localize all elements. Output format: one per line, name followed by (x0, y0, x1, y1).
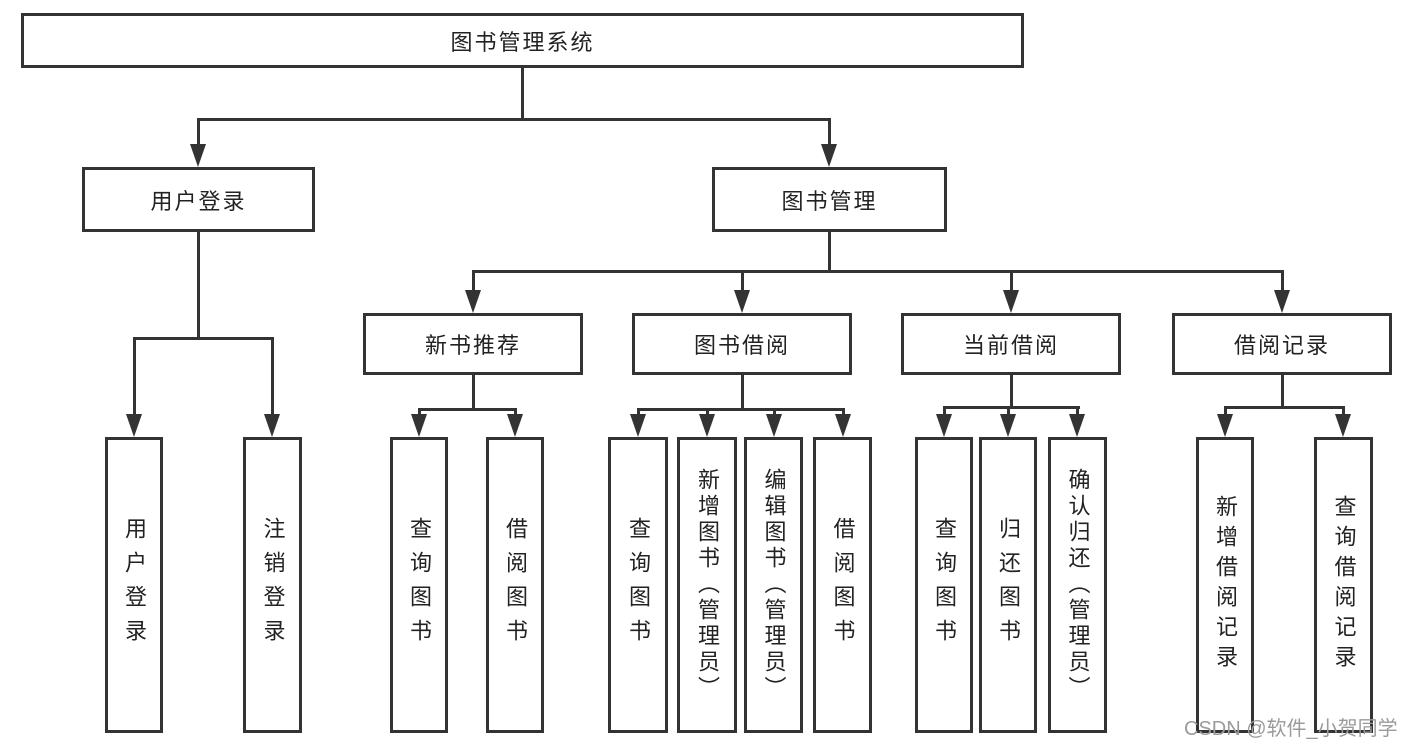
connector-borrowrecord-drop-2 (1342, 406, 1345, 417)
connector-borrowrecord-stem (1281, 375, 1284, 409)
csdn-watermark: CSDN @软件_小贺同学 (1184, 718, 1398, 740)
node-book-mgmt-label: 图书管理 (781, 188, 878, 214)
arrow-down-icon-br-query (1335, 414, 1351, 437)
arrow-down-icon-nb-borrow (507, 414, 523, 437)
arrow-down-icon-book-mgmt (821, 144, 837, 167)
arrow-down-icon-current-borrow (1003, 290, 1019, 313)
arrow-down-icon-nb-query (411, 414, 427, 437)
leaf-borrow-borrow: 借阅图书 (813, 437, 872, 733)
node-borrow-record-label: 借阅记录 (1233, 333, 1330, 358)
connector-bookborrow-drop-2 (706, 408, 709, 418)
leaf-borrow-query-label: 查询图书 (626, 517, 651, 653)
node-root: 图书管理系统 (21, 13, 1024, 68)
node-borrow-record: 借阅记录 (1172, 313, 1392, 375)
leaf-newbook-borrow: 借阅图书 (486, 437, 544, 733)
connector-bookmgmt-drop-1 (472, 270, 475, 294)
arrow-down-icon-book-borrow (734, 290, 750, 313)
connector-bookborrow-hline (637, 408, 845, 411)
leaf-borrow-query: 查询图书 (608, 437, 668, 733)
connector-bookborrow-drop-3 (773, 408, 776, 418)
connector-currentborrow-drop-3 (1076, 406, 1079, 417)
leaf-current-return: 归还图书 (979, 437, 1037, 733)
connector-borrowrecord-hline (1224, 406, 1345, 409)
connector-userlogin-stem (197, 232, 200, 340)
connector-bookmgmt-hline (472, 270, 1284, 273)
node-new-book: 新书推荐 (363, 313, 583, 375)
connector-currentborrow-drop-1 (943, 406, 946, 417)
connector-root-drop-left (197, 118, 200, 148)
leaf-record-add-label: 新增借阅记录 (1213, 495, 1238, 675)
connector-newbook-drop-2 (514, 408, 517, 418)
node-user-login-label: 用户登录 (150, 188, 247, 214)
connector-newbook-stem (472, 375, 475, 411)
connector-currentborrow-stem (1010, 375, 1013, 409)
leaf-borrow-edit-label: 编辑图书（管理员） (761, 468, 787, 702)
node-new-book-label: 新书推荐 (424, 333, 521, 358)
leaf-record-add: 新增借阅记录 (1196, 437, 1254, 733)
arrow-down-icon-bb-edit (766, 414, 782, 437)
connector-userlogin-drop-2 (271, 337, 274, 417)
connector-bookmgmt-stem (828, 232, 831, 273)
node-book-borrow: 图书借阅 (632, 313, 852, 375)
leaf-logout: 注销登录 (243, 437, 302, 733)
leaf-record-query: 查询借阅记录 (1314, 437, 1373, 733)
leaf-current-confirm: 确认归还（管理员） (1048, 437, 1107, 733)
connector-userlogin-hline (133, 337, 274, 340)
connector-bookmgmt-drop-3 (1010, 270, 1013, 294)
connector-currentborrow-hline (943, 406, 1080, 409)
leaf-current-query-label: 查询图书 (932, 517, 957, 653)
leaf-borrow-add: 新增图书（管理员） (677, 437, 737, 733)
node-current-borrow: 当前借阅 (901, 313, 1121, 375)
connector-bookmgmt-drop-2 (741, 270, 744, 294)
connector-userlogin-drop-1 (133, 337, 136, 417)
leaf-record-query-label: 查询借阅记录 (1331, 495, 1357, 675)
leaf-current-confirm-label: 确认归还（管理员） (1065, 468, 1091, 702)
leaf-newbook-borrow-label: 借阅图书 (503, 517, 528, 653)
arrow-down-icon-leaf-logout (264, 414, 280, 437)
leaf-user-login-label: 用户登录 (122, 517, 147, 653)
leaf-borrow-edit: 编辑图书（管理员） (744, 437, 803, 733)
arrow-down-icon-cb-return (1000, 414, 1016, 437)
connector-bookborrow-drop-1 (637, 408, 640, 418)
connector-borrowrecord-drop-1 (1224, 406, 1227, 417)
connector-newbook-hline (418, 408, 517, 411)
arrow-down-icon-borrow-record (1274, 290, 1290, 313)
leaf-newbook-query-label: 查询图书 (407, 517, 432, 653)
arrow-down-icon-cb-query (936, 414, 952, 437)
connector-root-stem (521, 68, 524, 121)
connector-bookborrow-drop-4 (842, 408, 845, 418)
connector-bookborrow-stem (741, 375, 744, 411)
leaf-borrow-borrow-label: 借阅图书 (830, 517, 856, 653)
leaf-current-return-label: 归还图书 (996, 517, 1021, 653)
node-current-borrow-label: 当前借阅 (962, 333, 1059, 358)
leaf-newbook-query: 查询图书 (390, 437, 448, 733)
connector-currentborrow-drop-2 (1007, 406, 1010, 417)
connector-root-drop-right (828, 118, 831, 148)
arrow-down-icon-bb-query (630, 414, 646, 437)
arrow-down-icon-br-add (1217, 414, 1233, 437)
node-user-login: 用户登录 (82, 167, 315, 232)
connector-root-hline (197, 118, 831, 121)
leaf-current-query: 查询图书 (915, 437, 973, 733)
node-book-mgmt: 图书管理 (712, 167, 947, 232)
arrow-down-icon-bb-borrow (835, 414, 851, 437)
node-root-label: 图书管理系统 (450, 29, 595, 55)
leaf-user-login: 用户登录 (105, 437, 163, 733)
arrow-down-icon-cb-confirm (1069, 414, 1085, 437)
leaf-logout-label: 注销登录 (260, 517, 286, 653)
arrow-down-icon-leaf-user-login (126, 414, 142, 437)
connector-newbook-drop-1 (418, 408, 421, 418)
connector-bookmgmt-drop-4 (1281, 270, 1284, 294)
arrow-down-icon-user-login (190, 144, 206, 167)
node-book-borrow-label: 图书借阅 (693, 333, 790, 358)
arrow-down-icon-new-book (465, 290, 481, 313)
arrow-down-icon-bb-add (699, 414, 715, 437)
leaf-borrow-add-label: 新增图书（管理员） (695, 468, 720, 702)
